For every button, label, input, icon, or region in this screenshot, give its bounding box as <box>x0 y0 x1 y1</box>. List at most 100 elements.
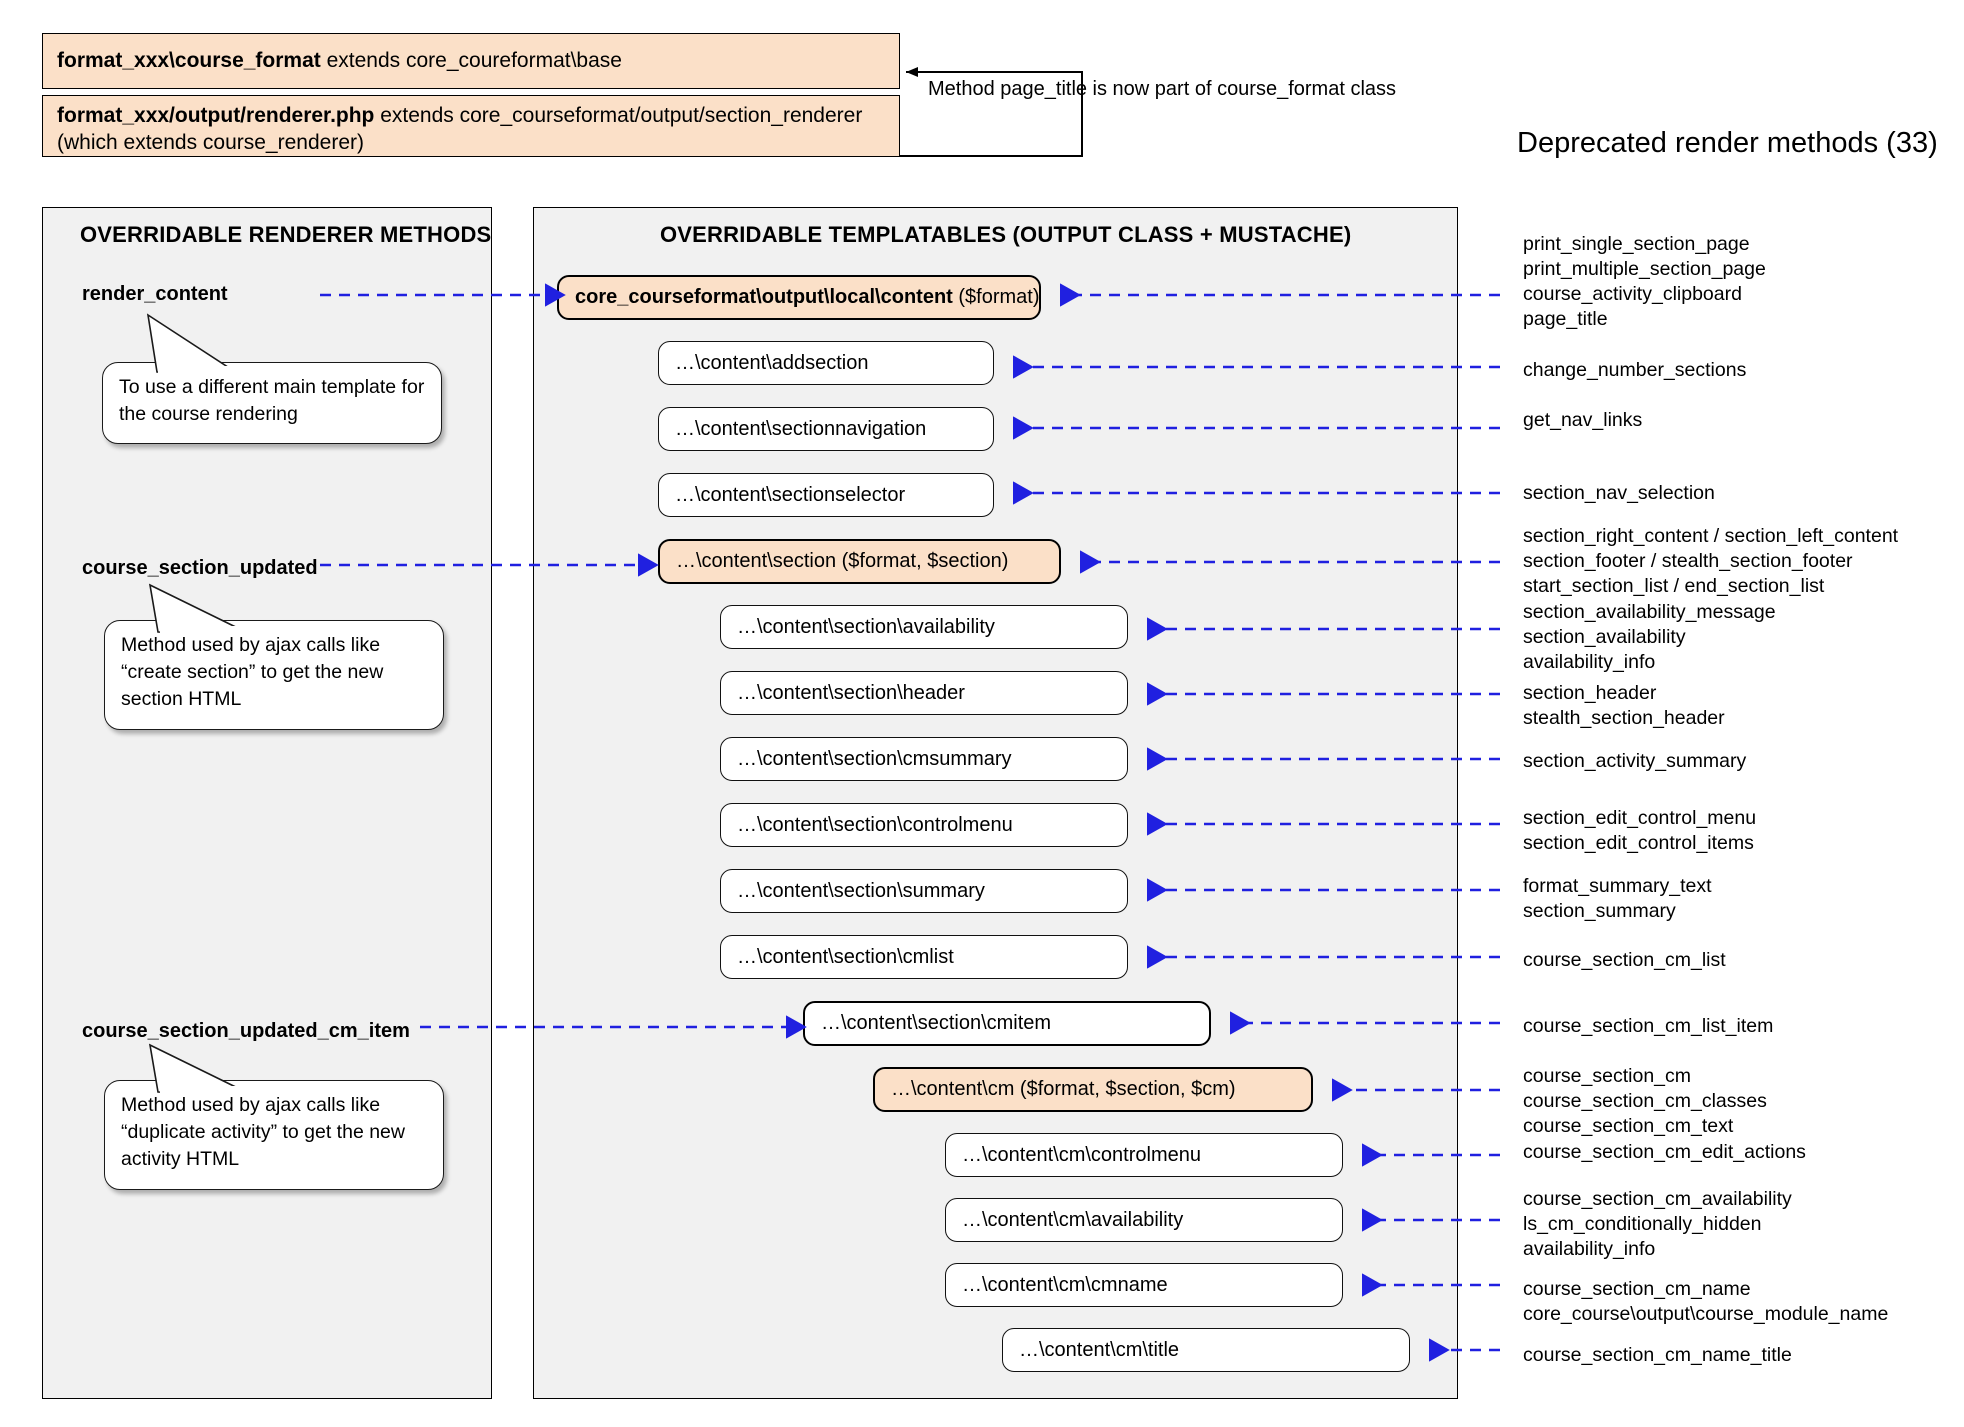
renderer-method-course-section-updated-cm-item[interactable]: course_section_updated_cm_item <box>82 1020 410 1042</box>
deprecated-group-16: course_section_cm_name_title <box>1523 1343 1792 1368</box>
templatable-box-section-cmlist[interactable]: …\content\section\cmlist <box>720 935 1128 979</box>
deprecated-group-15: course_section_cm_name core_course\outpu… <box>1523 1277 1888 1327</box>
templatable-box-cm-label: …\content\cm ($format, $section, $cm) <box>891 1078 1236 1100</box>
deprecated-line: change_number_sections <box>1523 359 1747 381</box>
templatable-box-sectionnavigation-label: …\content\sectionnavigation <box>675 417 927 440</box>
deprecated-group-1: change_number_sections <box>1523 358 1746 383</box>
templatable-box-section[interactable]: …\content\section ($format, $section) <box>658 539 1061 584</box>
templatable-box-section-controlmenu[interactable]: …\content\section\controlmenu <box>720 803 1128 847</box>
templatable-box-content-rest: ($format) <box>952 286 1040 308</box>
deprecated-line: availability_info <box>1523 650 1656 673</box>
deprecated-line: section_edit_control_items <box>1523 831 1754 854</box>
templatable-box-addsection[interactable]: …\content\addsection <box>658 341 994 385</box>
deprecated-line: course_section_cm_text <box>1523 1114 1734 1137</box>
header-box-course-format-bold: format_xxx\course_format <box>57 48 321 72</box>
templatable-box-section-cmsummary[interactable]: …\content\section\cmsummary <box>720 737 1128 781</box>
templatable-box-cm[interactable]: …\content\cm ($format, $section, $cm) <box>873 1067 1313 1112</box>
templatable-box-content-bold: core_courseformat\output\local\content <box>575 286 953 308</box>
deprecated-group-2: get_nav_links <box>1523 408 1642 433</box>
deprecated-line: section_nav_selection <box>1523 482 1715 504</box>
renderer-method-course-section-updated[interactable]: course_section_updated <box>82 557 318 579</box>
deprecated-line: section_footer / stealth_section_footer <box>1523 549 1853 572</box>
header-box-renderer-php-rest: extends core_courseformat/output/section… <box>57 104 863 154</box>
deprecated-group-11: course_section_cm_list_item <box>1523 1014 1773 1039</box>
header-box-renderer-php: format_xxx/output/renderer.php extends c… <box>42 95 900 157</box>
deprecated-line: stealth_section_header <box>1523 706 1725 729</box>
templatable-box-section-availability[interactable]: …\content\section\availability <box>720 605 1128 649</box>
deprecated-line: start_section_list / end_section_list <box>1523 574 1825 597</box>
deprecated-line: print_single_section_page <box>1523 233 1750 255</box>
templatable-box-sectionselector-label: …\content\sectionselector <box>675 483 906 506</box>
templatable-box-addsection-label: …\content\addsection <box>675 351 869 374</box>
renderer-method-render-content[interactable]: render_content <box>82 283 228 305</box>
deprecated-line: availability_info <box>1523 1237 1656 1260</box>
deprecated-group-9: format_summary_text section_summary <box>1523 874 1712 924</box>
templatable-box-cm-controlmenu[interactable]: …\content\cm\controlmenu <box>945 1133 1343 1177</box>
deprecated-line: course_section_cm_classes <box>1523 1089 1767 1112</box>
deprecated-group-8: section_edit_control_menu section_edit_c… <box>1523 806 1756 856</box>
deprecated-group-5: section_availability_message section_ava… <box>1523 600 1776 675</box>
deprecated-group-14: course_section_cm_availability ls_cm_con… <box>1523 1187 1792 1262</box>
callout-course-section-updated-cm-item: Method used by ajax calls like “duplicat… <box>104 1080 444 1190</box>
templatable-box-section-controlmenu-label: …\content\section\controlmenu <box>737 813 1013 836</box>
deprecated-line: course_section_cm_name_title <box>1523 1344 1792 1366</box>
templatable-box-section-summary[interactable]: …\content\section\summary <box>720 869 1128 913</box>
deprecated-line: course_section_cm_edit_actions <box>1523 1141 1806 1163</box>
templatable-box-section-header[interactable]: …\content\section\header <box>720 671 1128 715</box>
deprecated-line: course_section_cm_list <box>1523 949 1726 971</box>
deprecated-line: core_course\output\course_module_name <box>1523 1302 1889 1325</box>
deprecated-group-3: section_nav_selection <box>1523 481 1715 506</box>
templatable-box-section-header-label: …\content\section\header <box>737 681 965 704</box>
deprecated-line: page_title <box>1523 307 1608 330</box>
deprecated-line: print_multiple_section_page <box>1523 257 1766 280</box>
deprecated-line: section_availability_message <box>1523 601 1776 623</box>
deprecated-group-10: course_section_cm_list <box>1523 948 1726 973</box>
deprecated-group-7: section_activity_summary <box>1523 749 1746 774</box>
header-box-renderer-php-bold: format_xxx/output/renderer.php <box>57 104 375 127</box>
templatable-box-section-cmlist-label: …\content\section\cmlist <box>737 945 954 968</box>
panel-center-title: OVERRIDABLE TEMPLATABLES (OUTPUT CLASS +… <box>660 222 1352 247</box>
deprecated-line: section_header <box>1523 682 1657 704</box>
callout-course-section-updated: Method used by ajax calls like “create s… <box>104 620 444 730</box>
templatable-box-cm-availability[interactable]: …\content\cm\availability <box>945 1198 1343 1242</box>
templatable-box-cm-title[interactable]: …\content\cm\title <box>1002 1328 1410 1372</box>
templatable-box-sectionselector[interactable]: …\content\sectionselector <box>658 473 994 517</box>
deprecated-line: section_availability <box>1523 625 1686 648</box>
deprecated-group-0: print_single_section_page print_multiple… <box>1523 232 1766 332</box>
deprecated-group-4: section_right_content / section_left_con… <box>1523 524 1898 599</box>
callout-render-content: To use a different main template for the… <box>102 362 442 444</box>
panel-left-title: OVERRIDABLE RENDERER METHODS <box>80 222 492 247</box>
templatable-box-cm-cmname-label: …\content\cm\cmname <box>962 1273 1168 1296</box>
templatable-box-section-cmsummary-label: …\content\section\cmsummary <box>737 747 1012 770</box>
deprecated-line: format_summary_text <box>1523 875 1712 897</box>
templatable-box-cm-cmname[interactable]: …\content\cm\cmname <box>945 1263 1343 1307</box>
templatable-box-cm-availability-label: …\content\cm\availability <box>962 1208 1184 1231</box>
deprecated-line: course_section_cm_list_item <box>1523 1015 1774 1037</box>
header-note: Method page_title is now part of course_… <box>928 78 1397 100</box>
templatable-box-sectionnavigation[interactable]: …\content\sectionnavigation <box>658 407 994 451</box>
deprecated-group-13: course_section_cm_edit_actions <box>1523 1140 1806 1165</box>
deprecated-line: section_right_content / section_left_con… <box>1523 525 1899 547</box>
deprecated-group-12: course_section_cm course_section_cm_clas… <box>1523 1064 1767 1139</box>
deprecated-title: Deprecated render methods (33) <box>1517 127 1938 159</box>
templatable-box-section-cmitem[interactable]: …\content\section\cmitem <box>803 1001 1211 1046</box>
templatable-box-cm-title-label: …\content\cm\title <box>1019 1338 1180 1361</box>
deprecated-line: course_section_cm_availability <box>1523 1188 1792 1210</box>
templatable-box-cm-controlmenu-label: …\content\cm\controlmenu <box>962 1143 1201 1166</box>
deprecated-line: course_section_cm_name <box>1523 1278 1751 1300</box>
templatable-box-section-label: …\content\section ($format, $section) <box>676 550 1009 572</box>
deprecated-line: course_activity_clipboard <box>1523 282 1742 305</box>
header-box-course-format: format_xxx\course_format extends core_co… <box>42 33 900 89</box>
deprecated-line: course_section_cm <box>1523 1065 1691 1087</box>
templatable-box-section-availability-label: …\content\section\availability <box>737 615 995 638</box>
deprecated-group-6: section_header stealth_section_header <box>1523 681 1725 731</box>
deprecated-line: ls_cm_conditionally_hidden <box>1523 1212 1762 1235</box>
deprecated-line: section_summary <box>1523 899 1676 922</box>
templatable-box-content[interactable]: core_courseformat\output\local\content (… <box>557 275 1041 320</box>
templatable-box-section-summary-label: …\content\section\summary <box>737 879 985 902</box>
deprecated-line: section_activity_summary <box>1523 750 1747 772</box>
header-box-course-format-rest: extends core_coureformat\base <box>320 48 622 72</box>
deprecated-line: get_nav_links <box>1523 409 1643 431</box>
deprecated-line: section_edit_control_menu <box>1523 807 1757 829</box>
